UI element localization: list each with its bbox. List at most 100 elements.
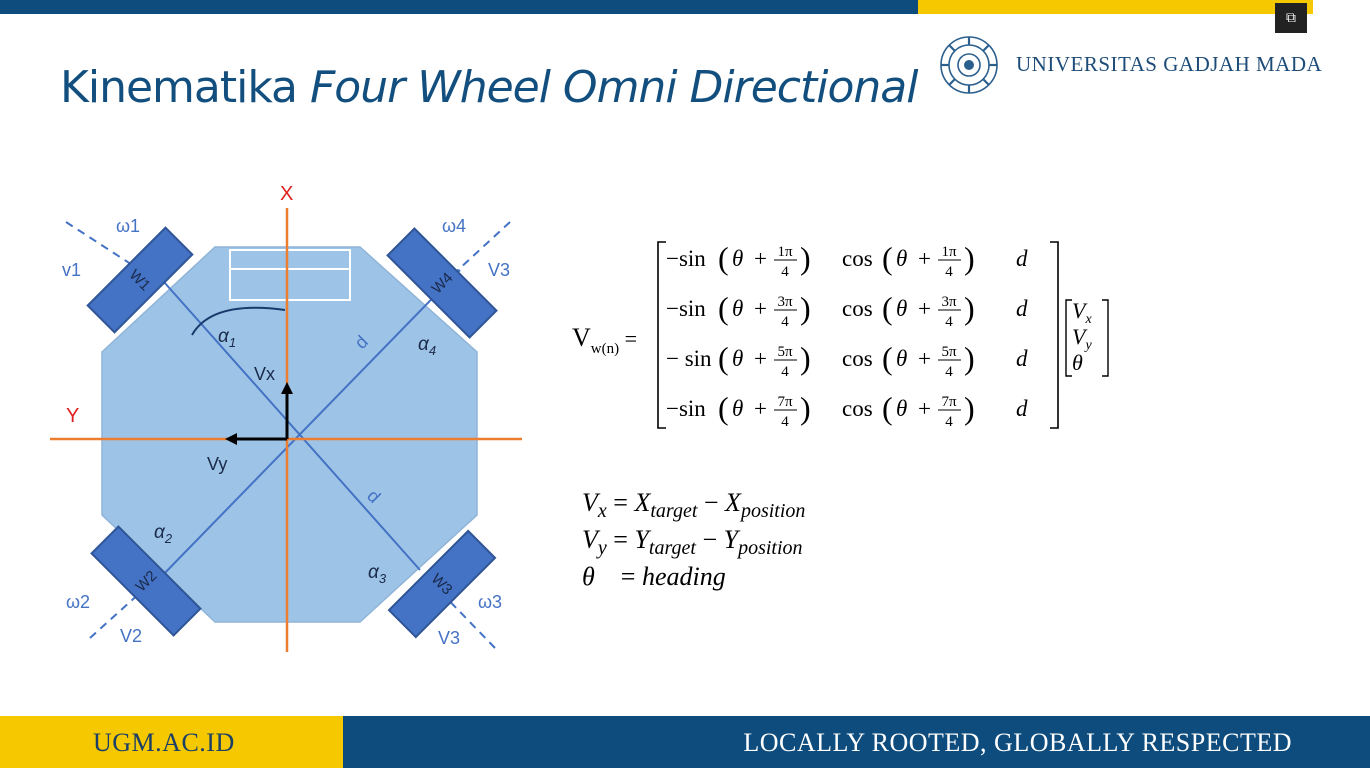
cos-arg-numer: 7π — [941, 394, 957, 410]
matrix-cell-d: d — [1016, 346, 1028, 371]
vector-bracket-right — [1102, 299, 1109, 377]
matrix-row: −sin(θ+3π4)cos(θ+3π4)d — [666, 290, 1028, 330]
equation-eq: = — [594, 562, 642, 591]
cos-arg-plus: + — [918, 346, 931, 371]
cos-arg-theta: θ — [896, 346, 907, 371]
vector-entry: Vy — [1072, 324, 1092, 353]
equation-lhs: V — [582, 488, 598, 517]
equation-line: θ = heading — [582, 562, 805, 599]
cos-arg-paren-close: ) — [964, 340, 975, 376]
diagonal-w1-w3 — [139, 254, 421, 571]
matrix-lhs: Vw(n) = — [572, 323, 637, 357]
cos-arg-numer: 3π — [941, 294, 957, 310]
sin-arg-denom: 4 — [781, 314, 789, 330]
matrix-cell-cos: cos — [842, 396, 873, 421]
vector-entry: Vx — [1072, 298, 1092, 327]
matrix-bracket-left — [657, 241, 666, 429]
matrix-cell-sin: − sin — [666, 346, 712, 371]
matrix-cell-sin: −sin — [666, 396, 706, 421]
sin-arg-paren-open: ( — [718, 390, 729, 426]
wheel-w3 — [387, 529, 497, 639]
alpha2-label: α2 — [154, 522, 173, 546]
matrix-rows: −sin(θ+1π4)cos(θ+1π4)d−sin(θ+3π4)cos(θ+3… — [666, 240, 1028, 430]
vx-arrowhead-icon — [281, 382, 293, 394]
equation-a-sub: target — [650, 500, 698, 522]
matrix-cell-cos: cos — [842, 296, 873, 321]
matrix-cell-d: d — [1016, 296, 1028, 321]
sin-arg-denom: 4 — [781, 364, 789, 380]
sin-arg-numer: 3π — [777, 294, 793, 310]
wheel-w1 — [86, 226, 194, 334]
equation-b-sub: position — [740, 500, 806, 522]
matrix-cell-cos: cos — [842, 246, 873, 271]
omega-label-4: ω4 — [442, 216, 466, 236]
omega-label-2: ω2 — [66, 592, 90, 612]
sin-arg-paren-close: ) — [800, 240, 811, 276]
exit-fullscreen-icon[interactable]: ⧉ — [1275, 3, 1307, 33]
matrix-cell-cos: cos — [842, 346, 873, 371]
matrix-bracket-right — [1050, 241, 1059, 429]
diagonal-w2-w4 — [157, 269, 461, 581]
sin-arg-plus: + — [754, 396, 767, 421]
cos-arg-paren-close: ) — [964, 290, 975, 326]
ugm-seal-icon — [940, 36, 998, 94]
vector-entry: θ — [1072, 350, 1083, 375]
omega-label-1: ω1 — [116, 216, 140, 236]
cos-arg-paren-open: ( — [882, 340, 893, 376]
matrix-cell-d: d — [1016, 246, 1028, 271]
equation-op: − — [695, 525, 724, 554]
sin-arg-theta: θ — [732, 246, 743, 271]
alpha3-label: α3 — [368, 562, 387, 586]
velocity-label-4: V3 — [488, 260, 510, 280]
title-italic: Four Wheel Omni Directional — [310, 62, 918, 113]
sin-arg-numer: 7π — [777, 394, 793, 410]
sin-arg-paren-close: ) — [800, 390, 811, 426]
equation-a: X — [634, 488, 651, 517]
velocity-label-1: v1 — [62, 260, 81, 280]
bottom-bar-gold — [0, 716, 343, 768]
sin-arg-numer: 1π — [777, 244, 793, 260]
cos-arg-theta: θ — [896, 396, 907, 421]
axis-label-x: X — [280, 183, 293, 205]
sin-arg-paren-open: ( — [718, 290, 729, 326]
cos-arg-denom: 4 — [945, 314, 953, 330]
cos-arg-denom: 4 — [945, 264, 953, 280]
dash-w1 — [65, 221, 141, 271]
equation-op: − — [697, 488, 726, 517]
equation-b: X — [725, 488, 741, 517]
equation-lhs-sub: x — [597, 500, 607, 522]
cos-arg-denom: 4 — [945, 364, 953, 380]
vx-label: Vx — [254, 364, 275, 384]
cos-arg-theta: θ — [896, 246, 907, 271]
vy-arrowhead-icon — [225, 433, 237, 445]
vy-label: Vy — [207, 454, 227, 474]
velocity-label-2: V2 — [120, 626, 142, 646]
alpha4-label: α4 — [418, 334, 436, 358]
omega-label-3: ω3 — [478, 592, 502, 612]
matrix-cell-sin: −sin — [666, 246, 706, 271]
sin-arg-paren-close: ) — [800, 340, 811, 376]
equation-lhs: V — [582, 525, 598, 554]
sin-arg-theta: θ — [732, 346, 743, 371]
velocity-label-3: V3 — [438, 628, 460, 648]
vector-bracket-left — [1065, 299, 1072, 377]
sin-arg-plus: + — [754, 246, 767, 271]
kinematic-matrix: Vw(n) = −sin(θ+1π4)cos(θ+1π4)d−sin(θ+3π4… — [572, 240, 1109, 430]
equation-line: Vx = Xtarget − Xposition — [582, 488, 805, 525]
equation-a: heading — [641, 562, 726, 591]
sin-arg-paren-close: ) — [800, 290, 811, 326]
equation-b-sub: position — [738, 537, 803, 559]
cos-arg-paren-close: ) — [964, 390, 975, 426]
equation-a-sub: target — [648, 537, 696, 559]
equation-line: Vy = Ytarget − Yposition — [582, 525, 805, 562]
matrix-row: −sin(θ+7π4)cos(θ+7π4)d — [666, 390, 1028, 430]
matrix-cell-sin: −sin — [666, 296, 706, 321]
university-name: UNIVERSITAS GADJAH MADA — [1016, 52, 1323, 76]
sensor-box — [229, 249, 351, 301]
matrix-row: −sin(θ+1π4)cos(θ+1π4)d — [666, 240, 1028, 280]
omni-robot-diagram: W1 W4 W2 W3 X Y ω1 ω4 ω2 ω3 v1 V3 V2 V3 … — [50, 183, 522, 652]
cos-arg-paren-open: ( — [882, 290, 893, 326]
sin-arg-theta: θ — [732, 296, 743, 321]
equation-lhs-sub: y — [597, 537, 607, 559]
